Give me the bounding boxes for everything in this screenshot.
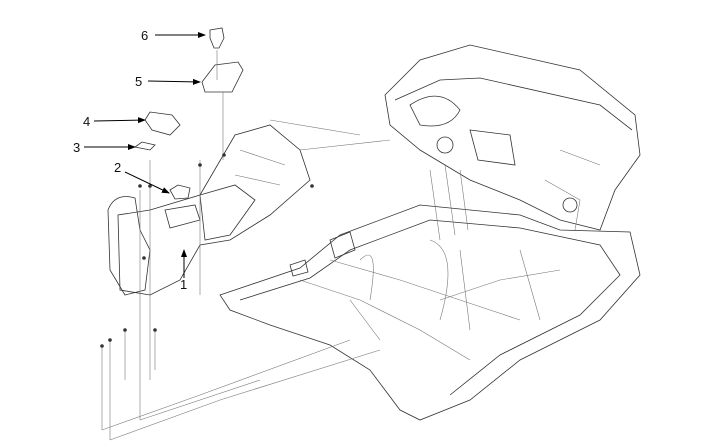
callout-label-1: 1 — [180, 277, 188, 292]
callout-arrow-5 — [147, 78, 201, 85]
callout-arrow-4 — [93, 117, 146, 124]
shift-knob — [209, 27, 225, 49]
callout-label-6: 6 — [141, 28, 149, 43]
pad — [134, 141, 156, 151]
dashboard — [384, 44, 641, 241]
callout-label-4: 4 — [83, 114, 91, 129]
cover-panel — [144, 111, 181, 136]
callout-label-2: 2 — [114, 160, 122, 175]
center-console — [107, 124, 311, 296]
floor-pan — [219, 204, 641, 421]
callout-label-5: 5 — [135, 74, 143, 89]
bracket — [169, 184, 191, 200]
assembly-lines — [101, 50, 391, 441]
callout-arrow-2 — [124, 171, 170, 194]
callout-label-3: 3 — [73, 140, 81, 155]
screws — [100, 153, 314, 348]
shift-boot-cover — [201, 61, 244, 93]
